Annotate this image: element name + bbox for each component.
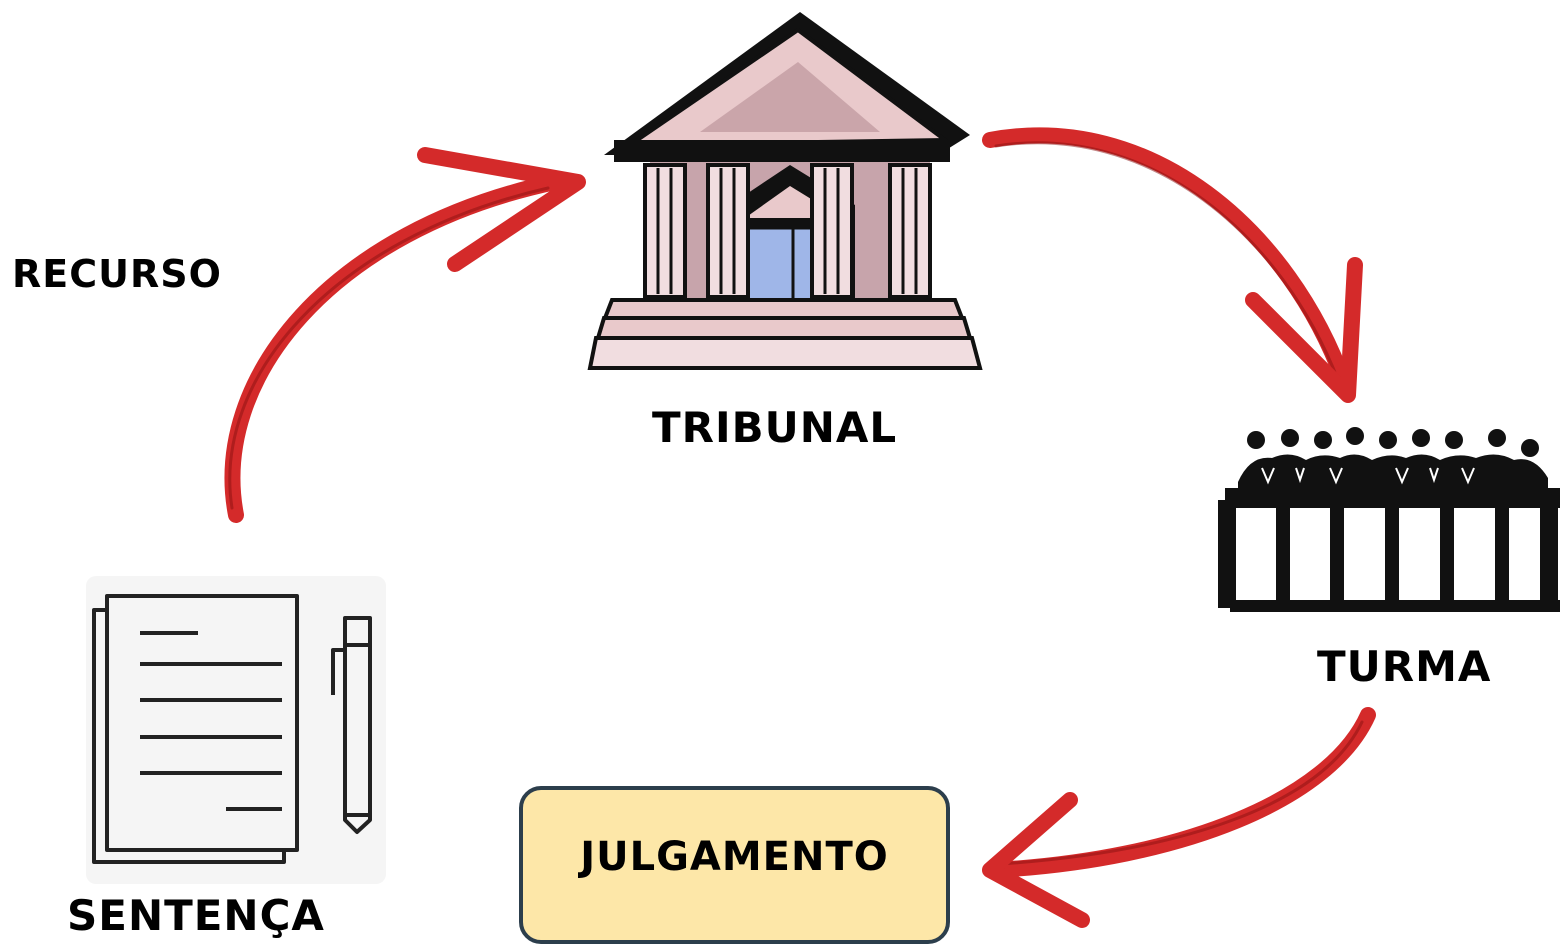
node-label-sentenca: SENTENÇA bbox=[67, 891, 325, 940]
arrow-turma-to-julgamento bbox=[982, 707, 1376, 928]
arrow-sentenca-to-tribunal bbox=[224, 147, 586, 523]
node-label-turma: TURMA bbox=[1317, 642, 1492, 691]
node-label-julgamento: JULGAMENTO bbox=[580, 834, 889, 880]
edge-label-recurso: RECURSO bbox=[12, 252, 222, 296]
arrow-tribunal-to-turma bbox=[982, 127, 1363, 403]
node-label-tribunal: TRIBUNAL bbox=[652, 403, 898, 452]
julgamento-box: JULGAMENTO bbox=[519, 786, 950, 944]
